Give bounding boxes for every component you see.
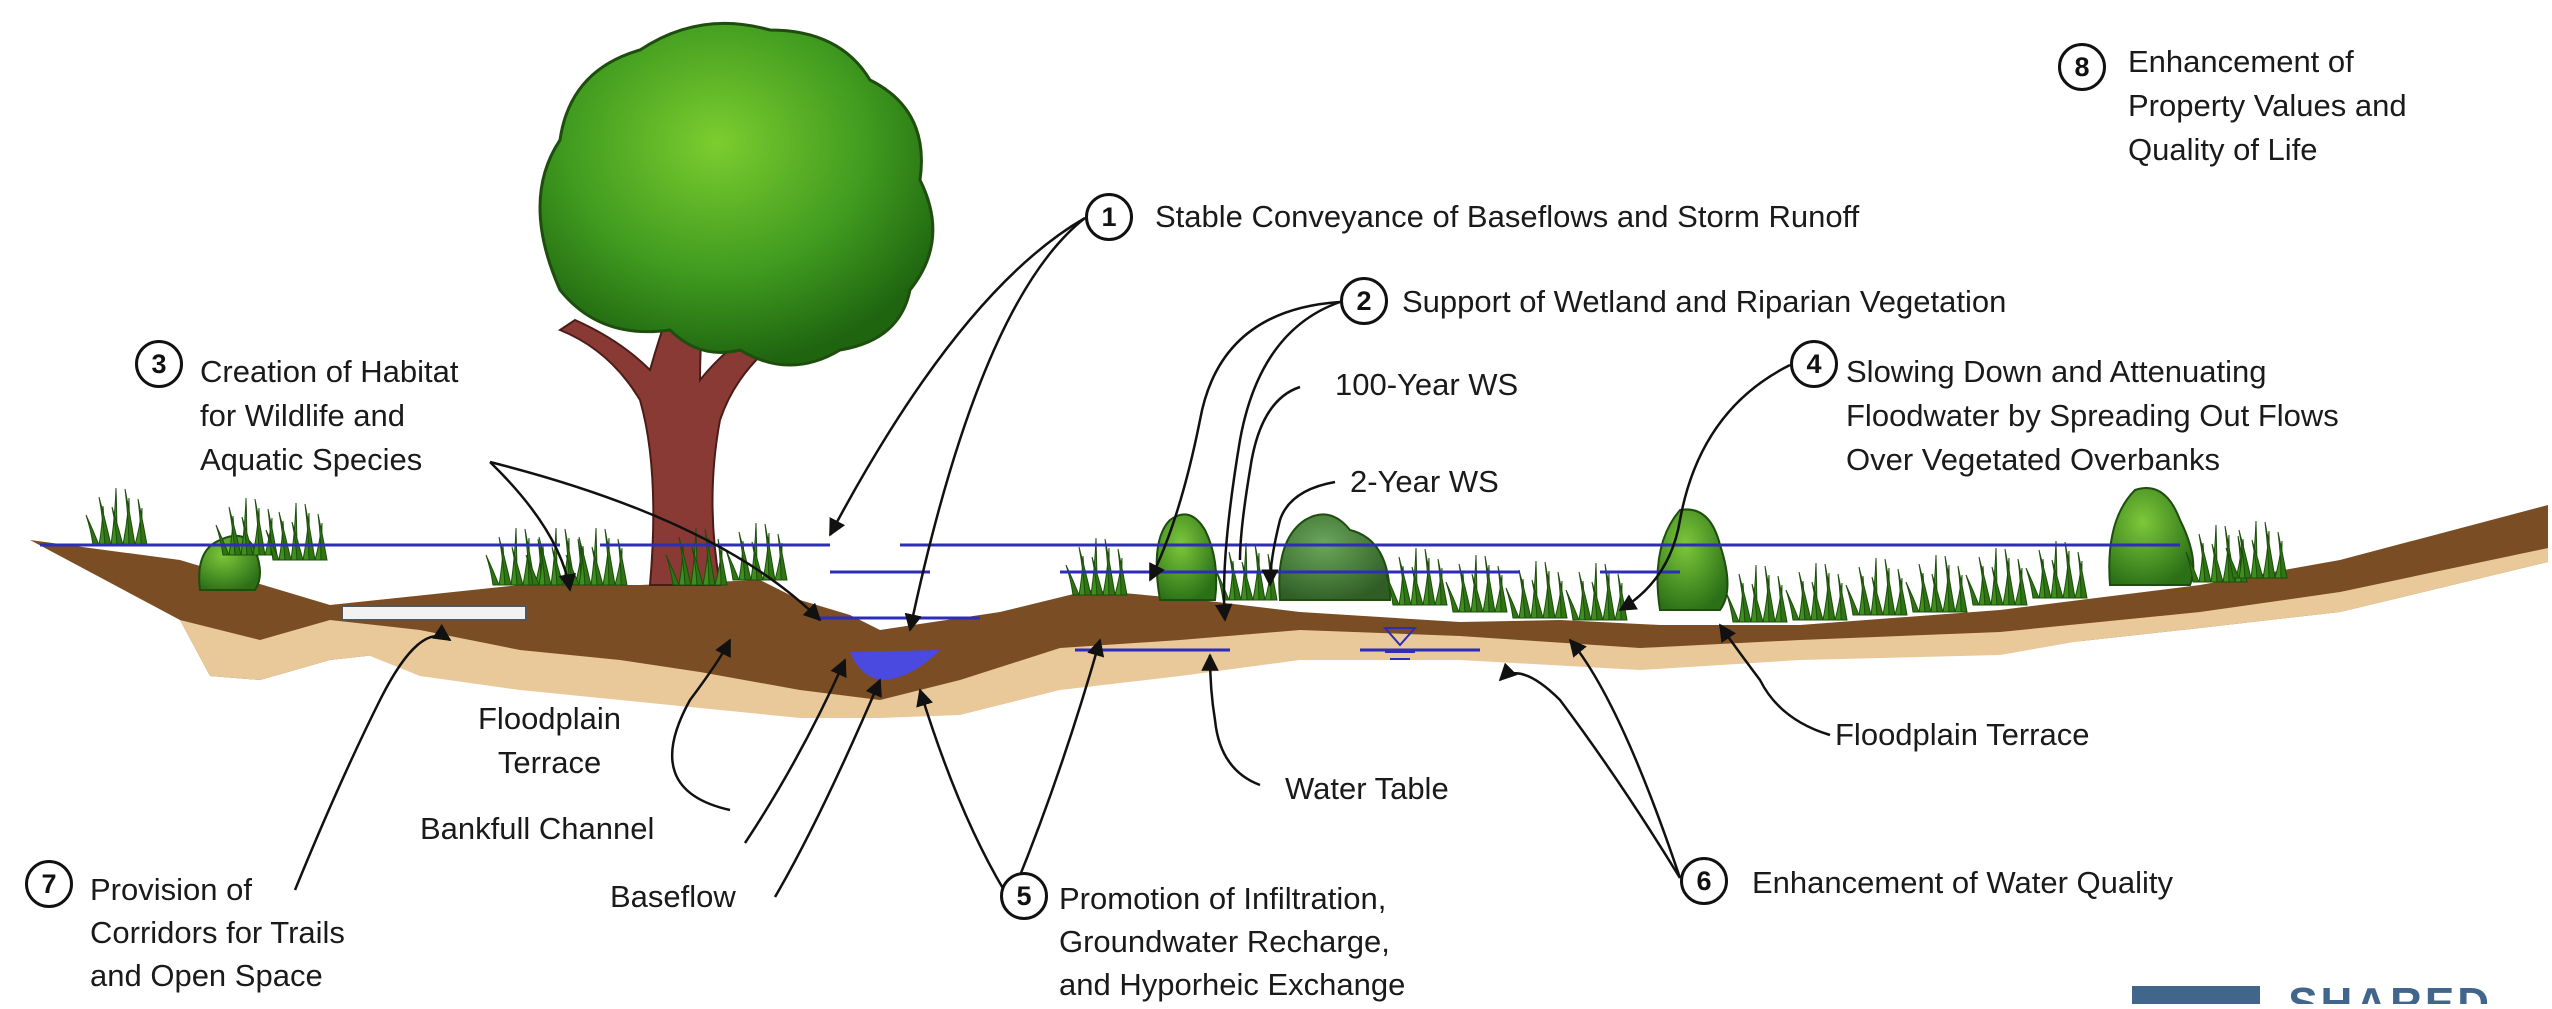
callout-number-3: 3 (135, 340, 183, 388)
callout-number-1: 1 (1085, 193, 1133, 241)
grass-clump (1785, 562, 1848, 621)
callout-number-6: 6 (1680, 857, 1728, 905)
label-water-table: Water Table (1285, 771, 1449, 806)
label-line: Terrace (497, 745, 602, 780)
leader-arrows (293, 216, 1831, 901)
trail-slab (341, 605, 527, 621)
label-2-year-ws: 2-Year WS (1350, 464, 1499, 499)
grass-clump (1965, 547, 2028, 606)
shrub (1155, 513, 1218, 601)
shrub (1278, 513, 1392, 601)
shrub (2108, 487, 2195, 586)
grass-clump (1445, 554, 1508, 613)
label-floodplain-terrace-right: Floodplain Terrace (1835, 717, 2090, 752)
callout-line: Provision of (90, 872, 252, 907)
label-baseflow: Baseflow (610, 879, 736, 914)
callout-text-4: Slowing Down and Attenuating Floodwater … (1846, 350, 2339, 482)
callout-number-4: 4 (1790, 340, 1838, 388)
grass-clump (565, 527, 628, 586)
callout-line: Enhancement of Water Quality (1752, 865, 2173, 900)
grass-clump (725, 522, 788, 581)
shrub (1656, 508, 1729, 611)
callout-line: Support of Wetland and Riparian Vegetati… (1402, 284, 2007, 319)
grass-clump (1845, 557, 1908, 616)
grass-clump (1725, 564, 1788, 623)
tree-canopy (538, 21, 935, 367)
sand-layer (180, 548, 2548, 716)
grass-clump (1065, 537, 1128, 596)
label-bankfull-channel: Bankfull Channel (420, 811, 655, 846)
callout-line: Enhancement of (2128, 44, 2354, 79)
callout-line: Corridors for Trails (90, 915, 345, 950)
callout-text-7: Provision of Corridors for Trails and Op… (90, 868, 345, 997)
grass-clump (525, 527, 588, 586)
grass-clump (2185, 524, 2248, 583)
callout-text-2: Support of Wetland and Riparian Vegetati… (1402, 283, 2006, 321)
callout-number-5: 5 (1000, 872, 1048, 920)
callout-line: Groundwater Recharge, (1059, 924, 1390, 959)
baseflow-water (850, 650, 940, 680)
callout-line: and Open Space (90, 958, 323, 993)
soil-layer (30, 505, 2548, 716)
callout-line: Creation of Habitat (200, 354, 459, 389)
callout-line: Over Vegetated Overbanks (1846, 442, 2220, 477)
grass-clump (85, 487, 148, 546)
callout-text-8: Enhancement of Property Values and Quali… (2128, 40, 2407, 172)
callout-text-5: Promotion of Infiltration, Groundwater R… (1059, 877, 1405, 1006)
label-floodplain-terrace-left: Floodplain Terrace (478, 697, 621, 785)
grass-clump (1505, 560, 1568, 619)
callout-line: Floodwater by Spreading Out Flows (1846, 398, 2339, 433)
callout-line: Stable Conveyance of Baseflows and Storm… (1155, 199, 1860, 234)
brand-logo: SHARED (2132, 982, 2492, 1004)
callout-line: Promotion of Infiltration, (1059, 881, 1387, 916)
grass-clump (2225, 520, 2288, 579)
callout-line: Quality of Life (2128, 132, 2318, 167)
callout-line: and Hyporheic Exchange (1059, 967, 1406, 1002)
callout-line: Aquatic Species (200, 442, 423, 477)
callout-text-6: Enhancement of Water Quality (1752, 864, 2173, 902)
callout-number-7: 7 (25, 860, 73, 908)
grass-clump (485, 527, 548, 586)
callout-line: Slowing Down and Attenuating (1846, 354, 2267, 389)
label-100-year-ws: 100-Year WS (1335, 367, 1519, 402)
callout-text-1: Stable Conveyance of Baseflows and Storm… (1155, 198, 1859, 236)
callout-text-3: Creation of Habitat for Wildlife and Aqu… (200, 350, 458, 482)
grass-clump (2025, 540, 2088, 599)
grass-clump (1565, 562, 1628, 621)
water-table-symbol (1382, 627, 1418, 660)
grass-clump (265, 502, 328, 561)
label-line: Floodplain (478, 701, 622, 736)
callout-number-8: 8 (2058, 43, 2106, 91)
grass-clump (1905, 554, 1968, 613)
callout-line: for Wildlife and (200, 398, 406, 433)
brand-box (2132, 986, 2261, 1004)
grass-clump (665, 527, 728, 586)
callout-line: Property Values and (2128, 88, 2407, 123)
brand-text: SHARED (2288, 982, 2492, 1004)
grass-clump (1385, 547, 1448, 606)
callout-number-2: 2 (1340, 277, 1388, 325)
